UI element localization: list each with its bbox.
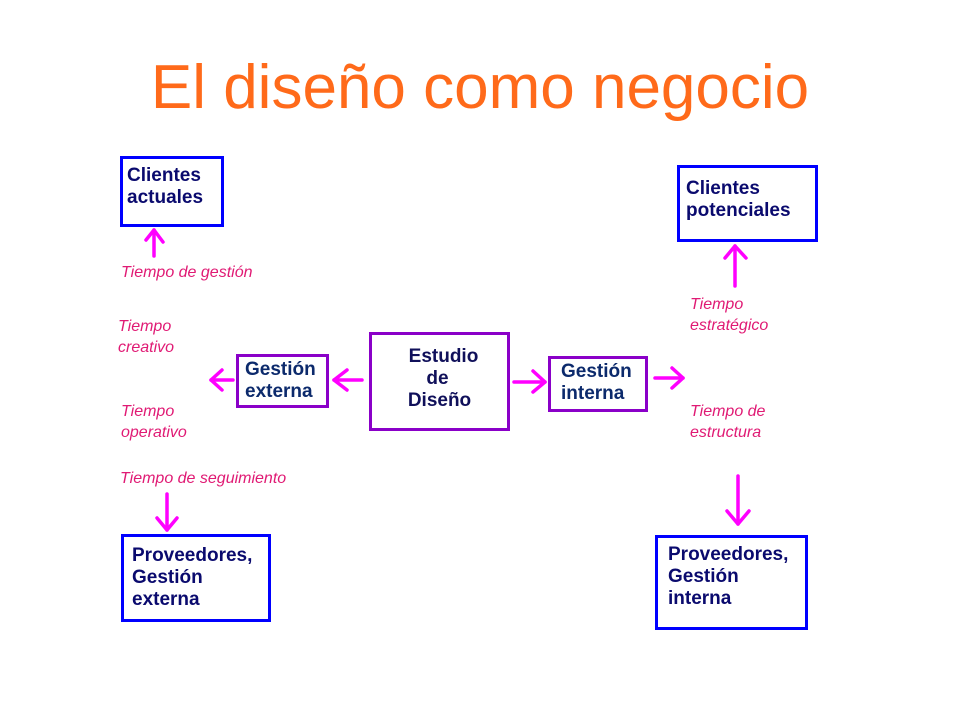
label-line: estructura: [690, 424, 762, 441]
label-line: Tiempo: [118, 318, 172, 335]
arrow-up-clientes-potenciales: [723, 244, 748, 288]
box-line: interna: [561, 383, 625, 404]
box-line: Gestión: [561, 361, 632, 382]
label-tiempo-de-gestion: Tiempo de gestión: [121, 264, 253, 281]
box-line: de: [426, 368, 449, 389]
box-line: Clientes: [127, 165, 201, 186]
box-line: Proveedores,: [132, 545, 253, 566]
label-tiempo-de-estructura: Tiempo de estructura: [690, 401, 765, 443]
box-line: interna: [668, 588, 732, 609]
label-tiempo-creativo: Tiempo creativo: [118, 316, 174, 358]
box-proveedores-externa: Proveedores, Gestión externa: [121, 534, 271, 622]
arrow-down-proveedores-interna: [725, 474, 751, 526]
label-line: creativo: [118, 339, 175, 356]
box-line: Gestión: [132, 567, 203, 588]
box-line: Estudio: [408, 346, 479, 367]
box-gestion-interna: Gestión interna: [548, 356, 648, 412]
label-line: Tiempo: [121, 403, 175, 420]
arrow-right-estudio-to-gestion-interna: [512, 369, 547, 394]
box-line: externa: [245, 381, 313, 402]
arrow-down-proveedores-externa: [155, 492, 179, 532]
page-title: El diseño como negocio: [150, 53, 810, 122]
arrow-up-clientes-actuales: [144, 228, 165, 258]
arrow-left-estudio-to-gestion-externa: [332, 368, 364, 392]
label-line: estratégico: [690, 317, 769, 334]
box-proveedores-interna: Proveedores, Gestión interna: [655, 535, 808, 630]
box-line: Gestión: [668, 566, 739, 587]
label-tiempo-operativo: Tiempo operativo: [121, 401, 187, 443]
box-line: externa: [132, 589, 200, 610]
box-line: potenciales: [686, 200, 791, 221]
box-clientes-actuales: Clientes actuales: [120, 156, 224, 227]
box-line: Diseño: [407, 390, 472, 411]
box-line: Clientes: [686, 178, 760, 199]
label-tiempo-de-seguimiento: Tiempo de seguimiento: [120, 470, 287, 487]
label-line: Tiempo: [690, 296, 744, 313]
box-line: actuales: [127, 187, 204, 208]
box-estudio-de-diseno: Estudio de Diseño: [369, 332, 510, 431]
arrow-right-gestion-interna: [653, 366, 685, 390]
label-line: Tiempo de: [690, 403, 766, 420]
box-line: Gestión: [245, 359, 316, 380]
box-clientes-potenciales: Clientes potenciales: [677, 165, 818, 242]
label-tiempo-estrategico: Tiempo estratégico: [690, 294, 768, 336]
label-line: operativo: [121, 424, 187, 441]
box-line: Proveedores,: [668, 544, 789, 565]
box-gestion-externa: Gestión externa: [236, 354, 329, 408]
arrow-left-gestion-externa: [209, 368, 235, 392]
